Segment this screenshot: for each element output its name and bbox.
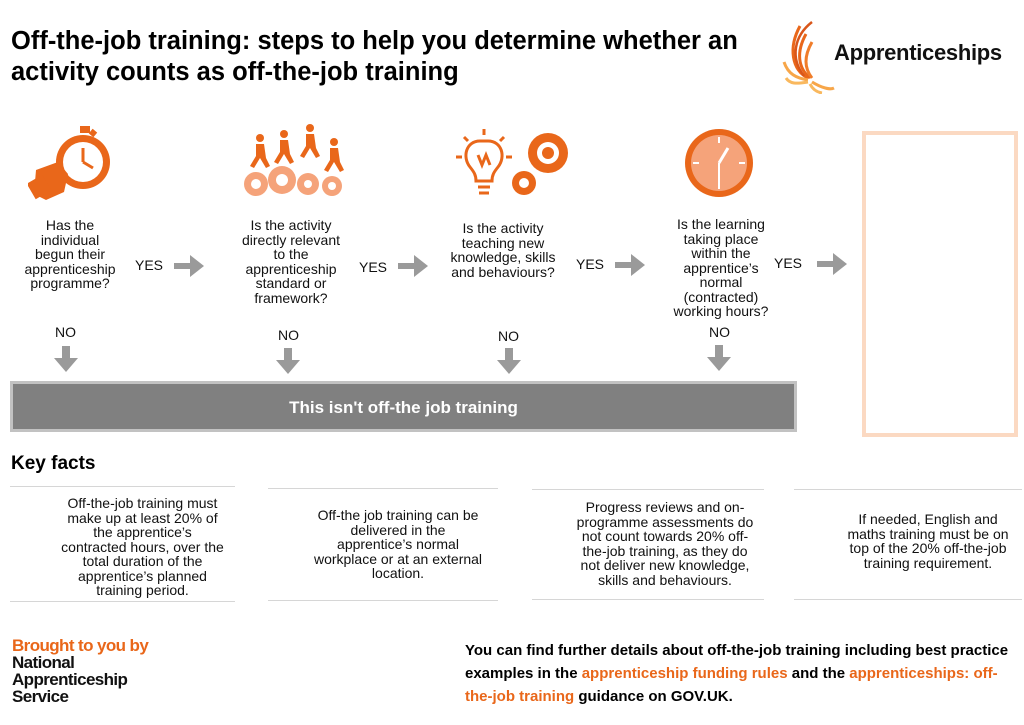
no-label-2: NO [278, 327, 299, 343]
logo-text: Apprenticeships [834, 40, 1002, 65]
brought-to-you-by: Brought to you by National Apprenticeshi… [12, 636, 149, 706]
banner-text: This isn't off-the job training [289, 398, 518, 417]
key-fact-text: Off-the job training can be delivered in… [313, 507, 483, 581]
down-arrow-icon [497, 348, 521, 374]
stopwatch-hand-icon [28, 126, 110, 200]
no-label-1: NO [55, 324, 76, 340]
key-facts-heading: Key facts [11, 453, 96, 474]
right-arrow-icon [615, 254, 645, 276]
key-fact-card: Off-the job training can be delivered in… [268, 488, 498, 601]
otj-guidance-link[interactable]: apprenticeships: off-the-job training [465, 665, 998, 705]
question-4: Is the learning taking place within the … [673, 216, 769, 319]
yes-label-1: YES [135, 257, 164, 273]
key-fact-card: If needed, English and maths training mu… [794, 489, 1022, 600]
result-box [862, 131, 1018, 437]
right-arrow-icon [817, 253, 847, 275]
right-arrow-icon [398, 255, 428, 277]
question-3: Is the activity teaching new knowledge, … [450, 220, 556, 280]
no-label-3: NO [498, 328, 519, 344]
question-1: Has the individual begun their apprentic… [24, 217, 116, 291]
question-2: Is the activity directly relevant to the… [241, 217, 341, 306]
key-fact-text: Off-the-job training must make up at lea… [61, 495, 224, 598]
down-arrow-icon [54, 346, 78, 372]
nas-line-3: Service [12, 687, 69, 706]
further-text-3: guidance on GOV.UK. [574, 688, 733, 705]
page-title: Off-the-job training: steps to help you … [11, 27, 738, 86]
people-gears-icon [244, 124, 344, 196]
down-arrow-icon [707, 345, 731, 371]
key-fact-text: If needed, English and maths training mu… [847, 511, 1009, 571]
lightbulb-gears-icon [456, 129, 568, 195]
yes-label-2: YES [359, 259, 388, 275]
apprenticeships-logo: Apprenticeships [782, 18, 1022, 94]
key-fact-card: Progress reviews and on-programme assess… [532, 489, 764, 600]
yes-label-4: YES [774, 255, 803, 271]
no-label-4: NO [709, 324, 730, 340]
swirl-logo-icon [782, 21, 835, 94]
down-arrow-icon [276, 348, 300, 374]
further-text-1: You can find further details about off-t… [465, 642, 1009, 682]
funding-rules-link[interactable]: apprenticeship funding rules [581, 665, 788, 682]
yes-label-3: YES [576, 256, 605, 272]
further-details: You can find further details about off-t… [465, 639, 1015, 708]
right-arrow-icon [174, 255, 204, 277]
clock-icon [685, 129, 753, 197]
key-fact-card: Off-the-job training must make up at lea… [10, 486, 235, 602]
further-text-2: and the [787, 665, 850, 682]
key-fact-text: Progress reviews and on-programme assess… [576, 499, 754, 588]
nas-line-2: Apprenticeship [12, 670, 128, 689]
not-off-the-job-banner: This isn't off-the job training [10, 381, 797, 432]
brought-label: Brought to you by [12, 636, 149, 655]
nas-line-1: National [12, 653, 75, 672]
